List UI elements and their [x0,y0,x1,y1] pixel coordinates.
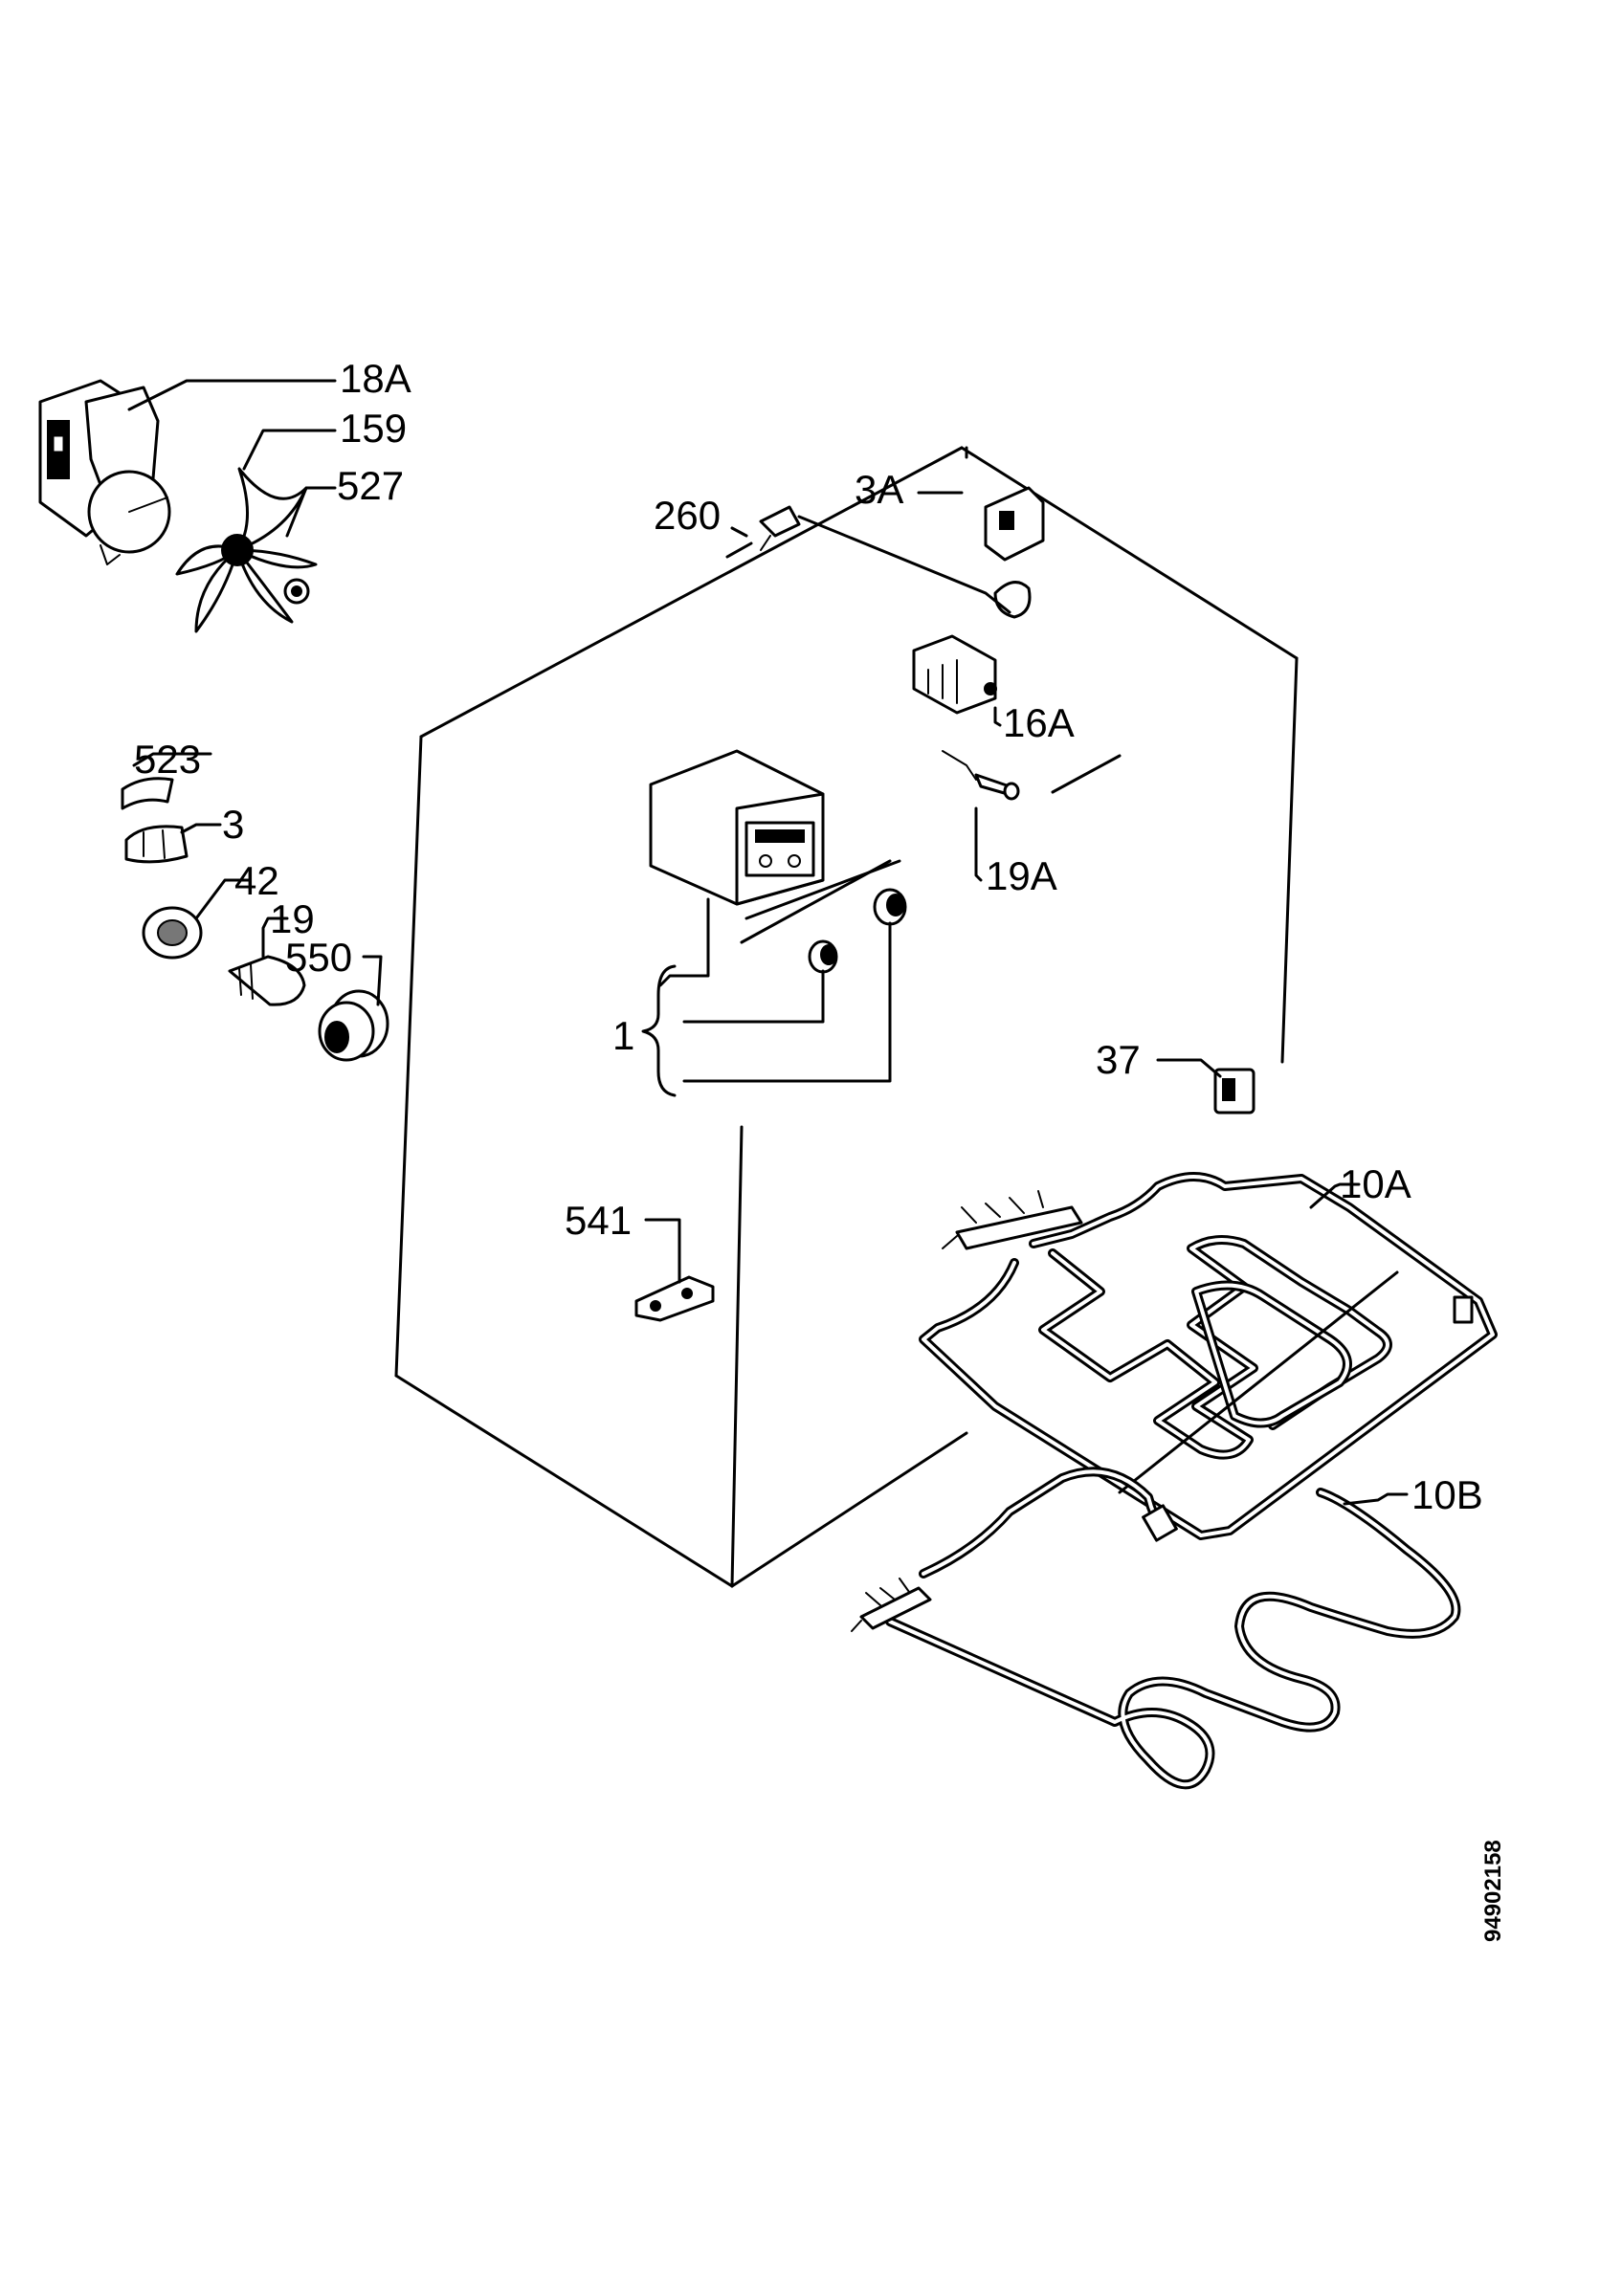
selector-switch [912,634,1002,727]
label-3: 3 [222,802,244,847]
electronic-timer [649,749,825,906]
fan-motor [38,379,171,565]
label-3A: 3A [855,467,903,512]
label-16A: 16A [1003,700,1075,745]
label-10B: 10B [1411,1472,1483,1517]
lamp-bulb [228,916,306,1006]
lamp-clip [121,752,212,810]
label-19A: 19A [986,853,1057,898]
heating-element-top [919,1172,1498,1540]
lamp-socket [142,878,251,960]
label-37: 37 [1096,1037,1141,1082]
fan-nut [283,578,310,605]
fan-leaders [127,379,337,538]
lamp-holder [124,823,222,864]
label-10A: 10A [1340,1161,1411,1206]
door-hinge [634,1218,715,1322]
part-labels: 18A 159 527 260 3A 16A 19A 523 3 42 19 5… [134,356,1483,1517]
label-523: 523 [134,737,201,782]
label-527: 527 [337,463,404,508]
control-knob-large [873,888,907,926]
label-541: 541 [565,1198,632,1243]
label-18A: 18A [340,356,411,401]
document-number: 94902158 [1480,1840,1506,1942]
part-1-leaders [641,859,901,1097]
control-knob-small [808,939,838,974]
thermostat-capillary [730,505,1011,614]
label-42: 42 [234,858,279,903]
heating-element-bottom [851,1467,1461,1790]
label-19: 19 [270,896,315,941]
label-260: 260 [654,493,721,538]
label-159: 159 [340,406,407,451]
label-1: 1 [612,1013,634,1058]
lamp-cover [318,955,389,1062]
thermostat [917,486,1045,619]
door-switch [1156,1058,1255,1115]
fan-blade [175,467,318,633]
label-550: 550 [285,935,352,980]
thermal-cutout [942,750,1020,882]
